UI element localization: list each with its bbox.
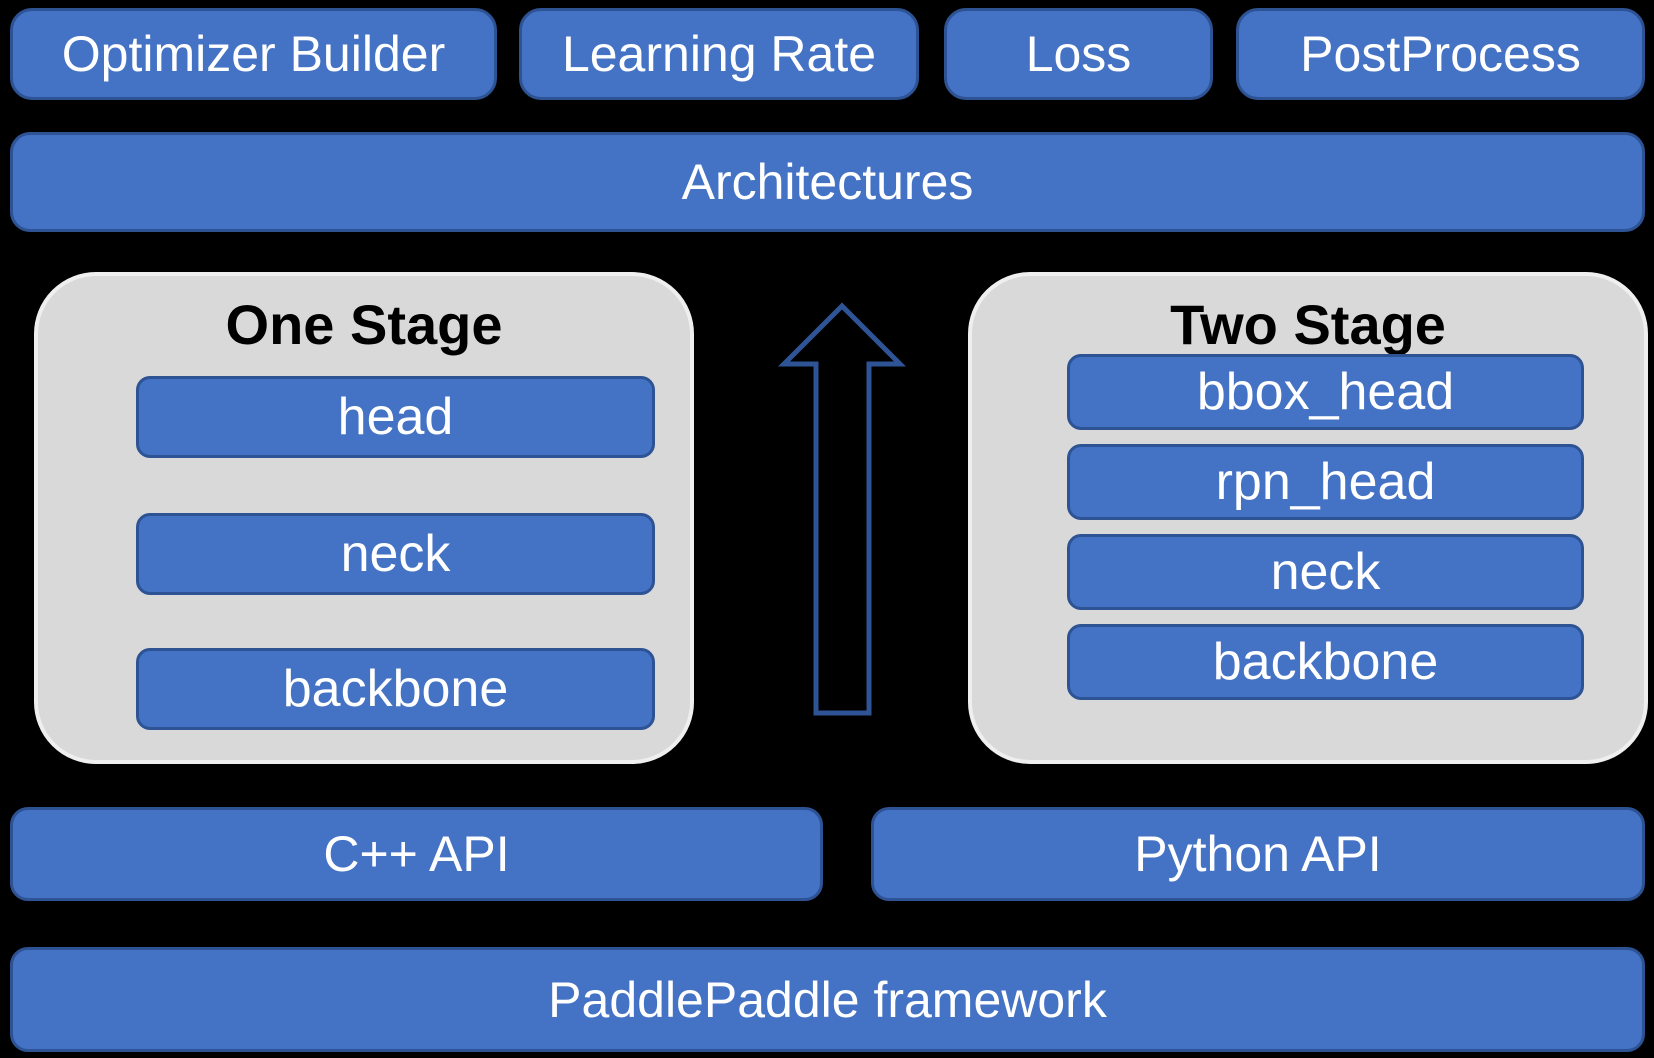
postprocess-box: PostProcess (1236, 8, 1645, 100)
cpp-api-bar: C++ API (10, 807, 823, 901)
loss-box: Loss (944, 8, 1213, 100)
one-stage-layer-backbone: backbone (136, 648, 655, 730)
two-stage-layer-bbox-head: bbox_head (1067, 354, 1584, 430)
python-api-bar: Python API (871, 807, 1645, 901)
two-stage-layer-rpn-head: rpn_head (1067, 444, 1584, 520)
two-stage-title: Two Stage (1170, 293, 1446, 356)
two-stage-layer-neck: neck (1067, 534, 1584, 610)
one-stage-layer-neck: neck (136, 513, 655, 595)
two-stage-layer-backbone: backbone (1067, 624, 1584, 700)
one-stage-panel: One Stage head neck backbone (34, 272, 694, 764)
two-stage-panel: Two Stage bbox_head rpn_head neck backbo… (968, 272, 1648, 764)
one-stage-layer-head: head (136, 376, 655, 458)
paddlepaddle-framework-bar: PaddlePaddle framework (10, 947, 1645, 1052)
one-stage-title: One Stage (225, 293, 503, 356)
optimizer-builder-box: Optimizer Builder (10, 8, 497, 100)
learning-rate-box: Learning Rate (519, 8, 919, 100)
architectures-bar: Architectures (10, 132, 1645, 232)
